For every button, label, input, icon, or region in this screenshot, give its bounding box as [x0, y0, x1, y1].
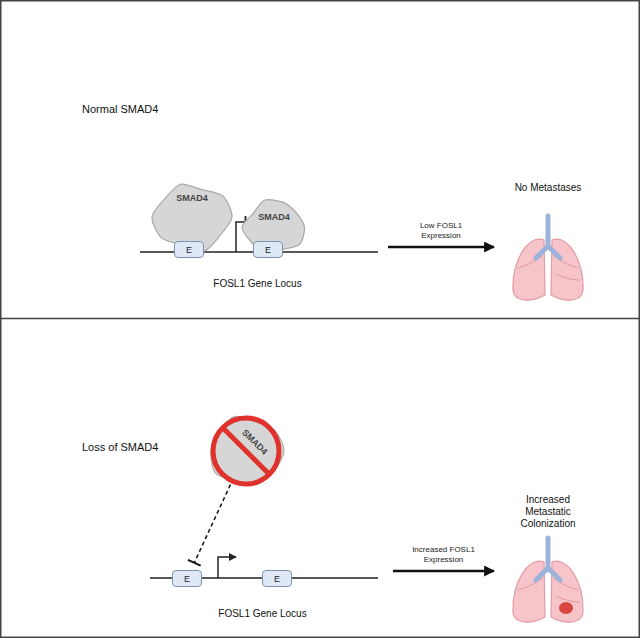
loss-symbol [213, 418, 279, 484]
node-label: SMAD4 [176, 193, 208, 203]
node-label: E [265, 245, 271, 255]
connector-group [393, 571, 494, 572]
node-label: SMAD4 [258, 212, 290, 222]
repressed-promoter [236, 216, 246, 252]
panel-divider [0, 318, 640, 320]
figure-panel: Loss of SMAD4SMAD4FOSL1 Gene Locus E E Incr… [0, 319, 640, 638]
node-label: E [186, 245, 192, 255]
node-label: FOSL1 Gene Locus [213, 278, 301, 289]
panel-heading: Normal SMAD4 [82, 103, 640, 115]
lung-outcome: No Metastases [500, 182, 596, 304]
inhibition-bar [188, 560, 201, 566]
node-label: Increased Metastatic Colonization [513, 494, 583, 530]
arrow-label-box: Increased FOSL1 Expression [404, 545, 484, 565]
enhancer-box: E [253, 241, 283, 258]
figure-panel: Normal SMAD4SMAD4SMAD4FOSL1 Gene LocusEE… [0, 0, 640, 318]
node-label: No Metastases [515, 182, 582, 194]
gene-locus: FOSL1 Gene Locus E E [140, 560, 385, 622]
arrow-label: Increased FOSL1 Expression [404, 545, 484, 565]
lung-outcome: Increased Metastatic Colonization [500, 494, 596, 624]
connector-group [188, 485, 231, 566]
node-label: E [274, 574, 280, 584]
gene-locus: FOSL1 Gene Locus E E [135, 236, 380, 292]
expression-arrow [388, 246, 494, 249]
node-label: FOSL1 Gene Locus [218, 608, 306, 619]
protein-shape [206, 412, 286, 490]
expression-arrow [393, 570, 494, 573]
arrow-label-box: Low FOSL1 Expression [405, 221, 477, 241]
panel-heading: Loss of SMAD4 [82, 441, 640, 453]
enhancer-box: E [262, 570, 292, 587]
metastasis-spot [559, 602, 573, 614]
lungs-illustration [513, 538, 583, 622]
active-promoter [218, 557, 236, 578]
connector-group [388, 247, 494, 248]
lungs-illustration [513, 216, 583, 300]
arrow-label: Low FOSL1 Expression [405, 221, 477, 241]
node-label: E [184, 574, 190, 584]
smad4-protein: SMAD4 [206, 412, 286, 490]
enhancer-box: E [174, 241, 204, 258]
inhibition-line [194, 485, 230, 563]
enhancer-box: E [172, 570, 202, 587]
